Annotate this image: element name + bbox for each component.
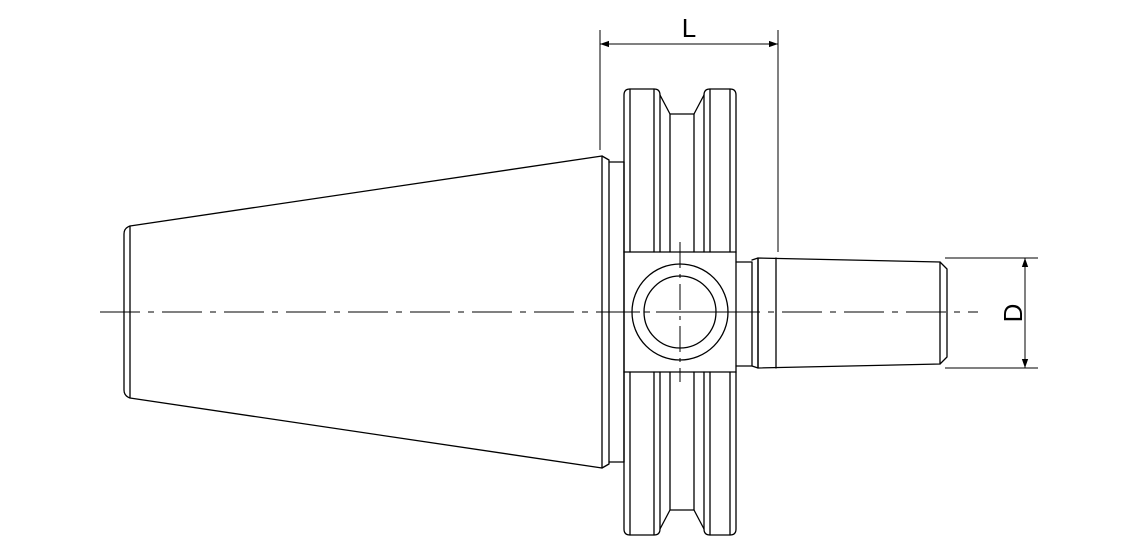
upper-flange [623,88,737,253]
collar [735,257,759,369]
dimension-diameter [945,257,1038,369]
dimension-label-diameter: D [998,304,1028,323]
dimension-label-length: L [682,13,696,43]
nose-section [757,257,948,369]
dimension-length [599,30,779,252]
lower-flange [623,371,737,536]
